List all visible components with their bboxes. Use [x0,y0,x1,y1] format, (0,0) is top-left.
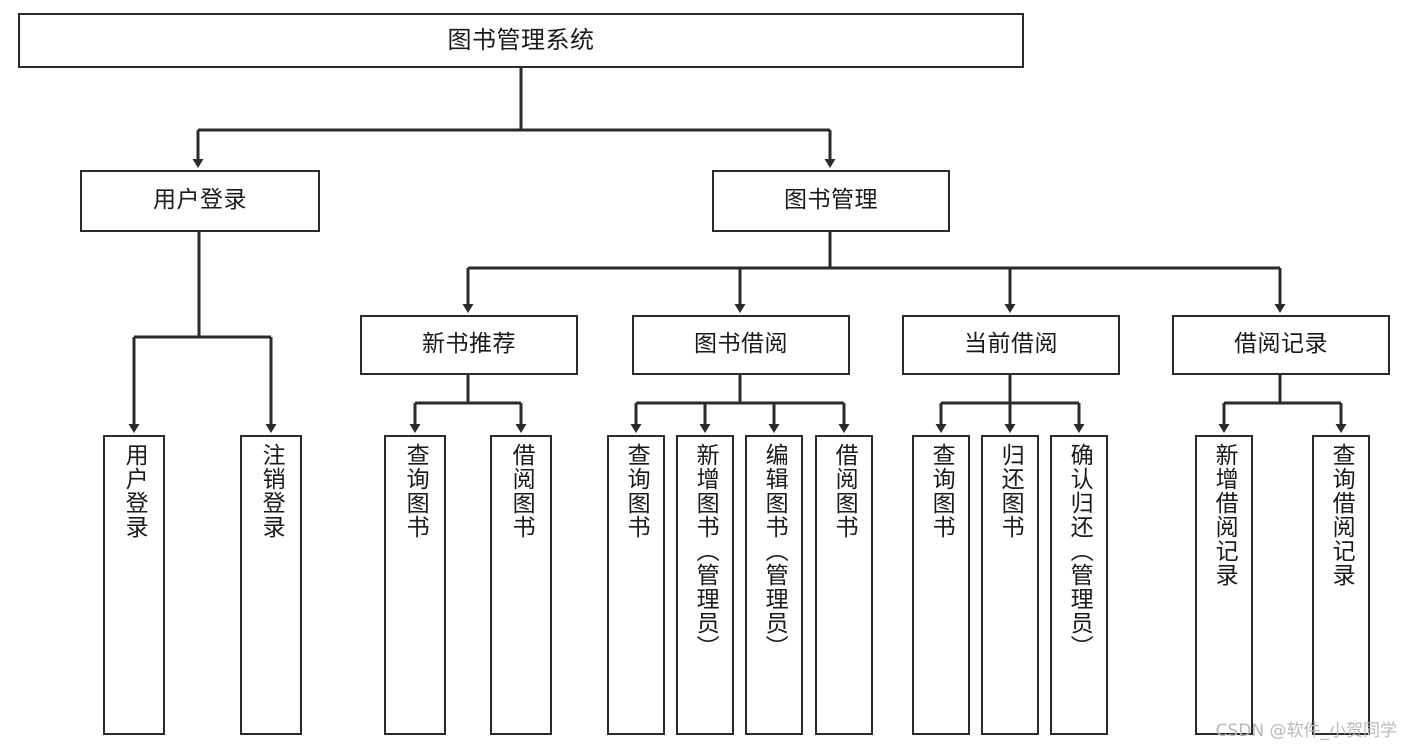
node-label: 借阅记录 [1234,331,1328,358]
node-label: 图书管理系统 [447,26,595,55]
node-label: 注销登录 [258,443,285,539]
node-label: 查询图书 [623,443,650,539]
node-book-manage[interactable]: 图书管理 [712,170,950,232]
leaf-current-query-book[interactable]: 查询图书 [912,435,970,735]
node-label: 图书借阅 [694,331,788,358]
node-label: 用户登录 [153,187,247,214]
node-label: 新增图书（管理员） [692,443,719,659]
leaf-logout-login[interactable]: 注销登录 [240,435,302,735]
node-label: 归还图书 [997,443,1024,539]
leaf-current-confirm-return-admin[interactable]: 确认归还（管理员） [1050,435,1108,735]
leaf-borrow-borrow-book[interactable]: 借阅图书 [815,435,873,735]
node-label: 查询图书 [402,443,429,539]
leaf-record-add-record[interactable]: 新增借阅记录 [1195,435,1253,735]
node-label: 新书推荐 [422,331,516,358]
node-user-login[interactable]: 用户登录 [80,170,320,232]
leaf-borrow-edit-book-admin[interactable]: 编辑图书（管理员） [745,435,803,735]
node-label: 确认归还（管理员） [1066,443,1093,659]
node-label: 当前借阅 [964,331,1058,358]
leaf-borrow-query-book[interactable]: 查询图书 [607,435,665,735]
leaf-borrow-add-book-admin[interactable]: 新增图书（管理员） [676,435,734,735]
node-label: 借阅图书 [508,443,535,539]
node-label: 查询借阅记录 [1328,443,1355,587]
leaf-current-return-book[interactable]: 归还图书 [981,435,1039,735]
node-label: 图书管理 [784,187,878,214]
node-new-book-recommend[interactable]: 新书推荐 [360,315,578,375]
leaf-record-query-record[interactable]: 查询借阅记录 [1312,435,1370,735]
node-current-borrow[interactable]: 当前借阅 [902,315,1120,375]
node-label: 查询图书 [928,443,955,539]
node-label: 借阅图书 [831,443,858,539]
node-label: 新增借阅记录 [1211,443,1238,587]
node-root-system[interactable]: 图书管理系统 [18,13,1024,68]
leaf-recommend-borrow-book[interactable]: 借阅图书 [490,435,552,735]
node-borrow-record[interactable]: 借阅记录 [1172,315,1390,375]
leaf-recommend-query-book[interactable]: 查询图书 [384,435,446,735]
node-label: 编辑图书（管理员） [761,443,788,659]
node-label: 用户登录 [121,443,148,539]
leaf-user-login[interactable]: 用户登录 [103,435,165,735]
node-book-borrow[interactable]: 图书借阅 [632,315,850,375]
